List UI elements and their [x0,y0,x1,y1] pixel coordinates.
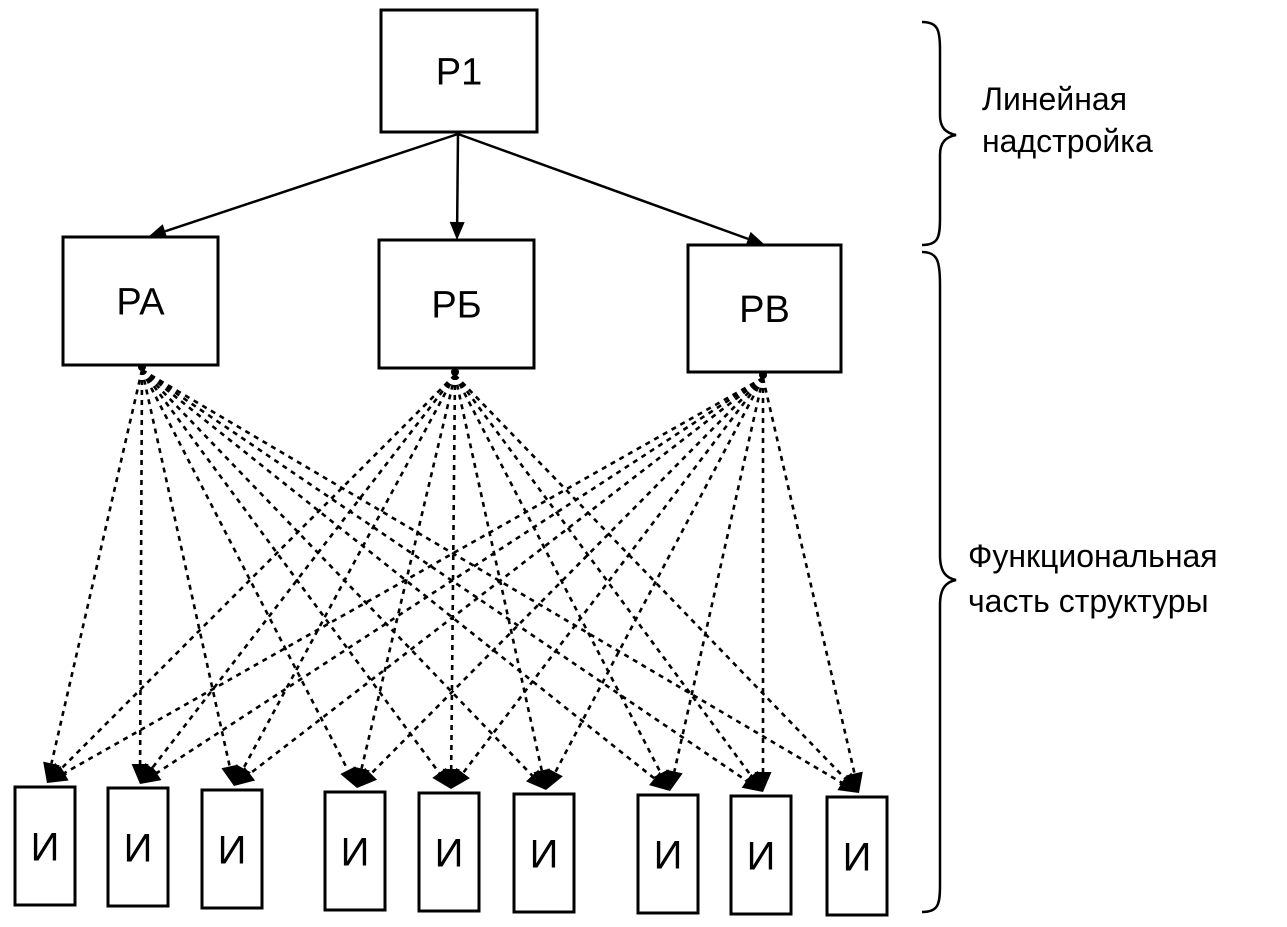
dashed-edge-2-8 [453,374,753,777]
dashed-edge-2-4 [360,374,457,769]
dashed-edge-2-1 [60,374,456,770]
top-node-p1-label: Р1 [436,52,482,94]
upper-brace [921,20,957,247]
bottom-node-8-box [729,794,793,916]
middle-node-2: РБ [377,238,536,370]
dashed-edge-2-9 [454,374,847,780]
bottom-node-3: И [200,788,264,910]
dashed-edge-1-2 [138,369,144,765]
dashed-arrowhead-3-9 [846,771,863,793]
dashed-arrowhead-1-4 [340,766,357,788]
dashed-edge-3-1 [63,376,764,775]
bottom-node-7: И [636,793,700,915]
bottom-node-3-label: И [218,828,247,872]
dashed-edge-1-4 [140,369,350,771]
dashed-edge-1-6 [141,369,534,777]
bottom-node-1: И [13,785,77,907]
middle-node-1-label: РА [116,282,165,324]
bottom-node-8: И [729,794,793,916]
dashed-edge-2-3 [242,374,457,769]
bottom-node-9: И [825,795,889,917]
dashed-edge-2-6 [453,374,544,771]
bottom-node-6: И [512,792,576,914]
dashed-edge-3-3 [248,376,764,775]
bottom-node-1-box [13,785,77,907]
bottom-node-3-box [200,788,264,910]
dashed-arrowhead-3-2 [140,765,162,784]
bottom-node-5-box [417,791,481,913]
solid-arrowhead-1 [148,224,168,239]
dashed-arrowhead-3-6 [546,768,563,790]
middle-node-3-box [686,243,843,374]
dashed-edge-1-3 [140,369,231,767]
bottom-node-4: И [323,790,387,912]
lower-brace-label-line2: часть структуры [968,583,1209,619]
dashed-edge-1-5 [140,369,441,774]
solid-arrowhead-2 [449,221,465,240]
dashed-arrowhead-2-6 [533,768,551,790]
bottom-node-6-box [512,792,576,914]
solid-arrowhead-3 [745,231,765,246]
dashed-arrowhead-2-9 [839,772,859,793]
bottom-node-5-label: И [435,831,464,875]
dashed-edge-3-2 [156,376,764,775]
solid-edge-p1-to-middle-3 [457,132,749,241]
dashed-arrowhead-3-8 [754,772,772,792]
dashed-arrowhead-2-7 [653,769,670,791]
dashed-edge-1-8 [141,368,748,782]
dashed-edge-3-4 [370,377,764,775]
dashed-edge-2-2 [151,374,457,769]
top-node-p1: Р1 [379,8,539,134]
dashed-edge-3-6 [554,377,765,773]
bottom-node-1-label: И [31,825,60,869]
dashed-arrowhead-1-3 [221,764,239,786]
middle-node-1-box [61,235,220,367]
solid-edge-p1-to-middle-1 [164,132,459,233]
solid-edge-p1-to-middle-2 [455,133,460,223]
bottom-node-7-box [636,793,700,915]
upper-brace-label-line1: Линейная [982,81,1127,117]
dashed-arrowhead-3-1 [47,765,69,783]
lower-brace-label-line1: Функциональная [968,538,1218,574]
bottom-node-8-label: И [747,834,776,878]
upper-brace-label-line2: надстройка [982,123,1153,159]
bottom-node-6-label: И [530,832,559,876]
dashed-edge-2-7 [453,374,663,774]
lower-brace [921,250,957,914]
bottom-node-9-label: И [843,835,872,879]
dashed-edge-2-5 [449,374,457,770]
bottom-node-7-label: И [654,833,683,877]
middle-node-2-label: РБ [431,285,481,327]
bottom-node-2: И [106,786,170,908]
middle-node-3-label: РВ [739,289,790,331]
dashed-edge-1-1 [50,369,144,764]
dashed-arrowhead-3-4 [357,767,378,788]
bottom-node-2-label: И [124,826,153,870]
bottom-node-4-label: И [341,830,370,874]
bottom-node-5: И [417,791,481,913]
dashed-arrowhead-1-6 [526,769,546,790]
bottom-node-4-box [323,790,387,912]
dashed-arrowhead-3-7 [666,769,683,791]
bottom-node-9-box [825,795,889,917]
middle-node-3: РВ [686,243,843,374]
middle-node-1: РА [61,235,220,367]
top-node-p1-box [379,8,539,134]
dashed-arrowhead-3-3 [234,767,256,786]
bottom-node-2-box [106,786,170,908]
middle-source-dot-2 [451,368,459,376]
dashed-edge-3-7 [673,377,765,772]
middle-node-2-box [377,238,536,370]
dashed-edge-3-5 [462,377,765,774]
dashed-edge-3-9 [761,377,856,774]
dashed-arrowhead-3-5 [451,767,470,789]
edges-layer [43,132,863,793]
